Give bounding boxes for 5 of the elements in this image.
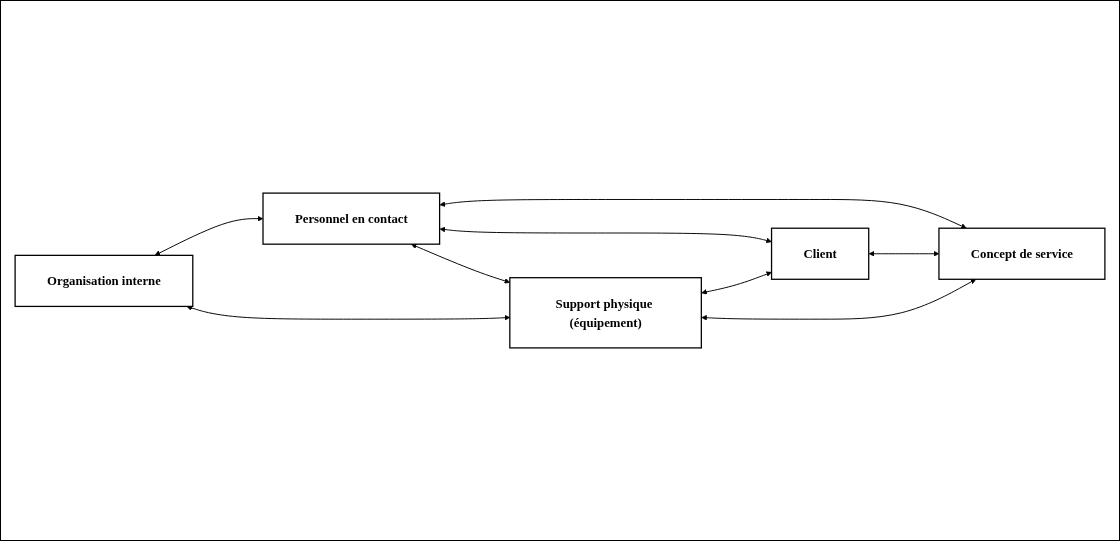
node-box: Support physique (équipement) — [509, 277, 702, 349]
node-box: Personnel en contact — [262, 192, 441, 245]
node-box: Organisation interne — [14, 254, 194, 308]
node-box: Concept de service — [938, 227, 1106, 280]
node-box: Client — [770, 227, 870, 280]
